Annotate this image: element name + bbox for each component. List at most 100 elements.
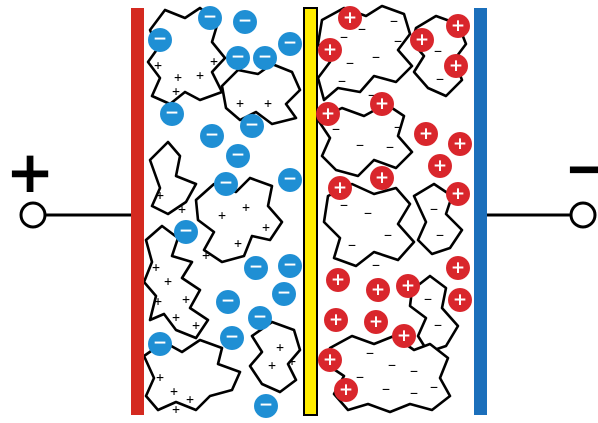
cation-sign: + <box>433 156 447 176</box>
cation-sign: + <box>323 40 337 60</box>
cation: + <box>446 14 470 38</box>
cation-sign: + <box>375 94 389 114</box>
cation-body <box>364 310 388 334</box>
positive-surface-charge: + <box>210 55 218 70</box>
positive-surface-charge: + <box>172 85 180 100</box>
cation-body <box>370 166 394 190</box>
cation: + <box>446 256 470 280</box>
cation: + <box>318 348 342 372</box>
cation-body <box>326 268 350 292</box>
negative-surface-charge: − <box>434 319 442 334</box>
cation: + <box>370 92 394 116</box>
positive-surface-charge: + <box>268 359 276 374</box>
negative-surface-charge: − <box>390 15 398 30</box>
negative-surface-charge: − <box>430 203 438 218</box>
positive-surface-charge: + <box>174 71 182 86</box>
anion-sign: − <box>283 33 297 53</box>
positive-surface-charge: + <box>196 69 204 84</box>
cation: + <box>392 324 416 348</box>
positive-surface-charge: + <box>178 203 186 218</box>
anion-sign: − <box>203 7 217 27</box>
cation: + <box>448 132 472 156</box>
cation: + <box>328 176 352 200</box>
cation-sign: + <box>331 270 345 290</box>
positive-surface-charge: + <box>192 319 200 334</box>
anion-sign: − <box>153 333 167 353</box>
anions: −−−−−−−−−−−−−−−−−−−−− <box>148 6 302 418</box>
cation-body <box>338 6 362 30</box>
positive-porous-electrode <box>142 6 302 412</box>
cation: + <box>410 28 434 52</box>
negative-surface-charge: − <box>388 359 396 374</box>
anion-body <box>272 282 296 306</box>
cation: + <box>366 278 390 302</box>
negative-surface-charge: − <box>394 35 402 50</box>
positive-surface-charge: + <box>152 261 160 276</box>
carbon-particle <box>142 224 210 340</box>
positive-terminal: + <box>6 138 133 229</box>
negative-surface-charge: − <box>356 371 364 386</box>
anion-body <box>214 172 238 196</box>
anion-sign: − <box>231 47 245 67</box>
negative-electrode-plate <box>474 8 487 415</box>
negative-surface-charge: − <box>340 199 348 214</box>
anion-body <box>198 6 222 30</box>
cation: + <box>326 268 350 292</box>
negative-surface-charge: − <box>340 31 348 46</box>
pore-charges: +++++++++++++++++++++++++++−−−−−−−−−−−−−… <box>152 15 444 418</box>
anion-body <box>216 290 240 314</box>
positive-surface-charge: + <box>276 341 284 356</box>
positive-terminal-label: + <box>6 138 55 206</box>
anion-body <box>233 10 257 34</box>
cation-body <box>324 308 348 332</box>
negative-terminal-post <box>569 201 597 229</box>
anion: − <box>240 114 264 138</box>
anion-sign: − <box>283 255 297 275</box>
anion: − <box>200 124 224 148</box>
cation-body <box>446 182 470 206</box>
cation-body <box>414 122 438 146</box>
anion: − <box>254 394 278 418</box>
anion-sign: − <box>165 103 179 123</box>
positive-surface-charge: + <box>164 275 172 290</box>
negative-surface-charge: − <box>384 229 392 244</box>
cation-body <box>334 378 358 402</box>
anion-body <box>226 46 250 70</box>
cation-body <box>448 132 472 156</box>
cation-body <box>428 154 452 178</box>
cation-body <box>328 176 352 200</box>
anion: − <box>220 326 244 350</box>
carbon-particle <box>408 274 460 354</box>
negative-surface-charge: − <box>386 141 394 156</box>
cation-sign: + <box>449 56 463 76</box>
positive-surface-charge: + <box>242 201 250 216</box>
negative-surface-charge: − <box>356 139 364 154</box>
cation: + <box>364 310 388 334</box>
positive-terminal-post <box>19 201 47 229</box>
cation: + <box>444 54 468 78</box>
anion: − <box>160 102 184 126</box>
anion-sign: − <box>231 145 245 165</box>
cation: + <box>448 288 472 312</box>
anion-sign: − <box>245 115 259 135</box>
negative-surface-charge: − <box>410 365 418 380</box>
cation-sign: + <box>415 30 429 50</box>
anion-body <box>148 332 172 356</box>
negative-surface-charge: − <box>338 75 346 90</box>
positive-surface-charge: + <box>156 189 164 204</box>
anion: − <box>278 168 302 192</box>
anion: − <box>174 220 198 244</box>
anion: − <box>278 32 302 56</box>
negative-surface-charge: − <box>346 57 354 72</box>
cation-body <box>446 14 470 38</box>
anion-body <box>278 32 302 56</box>
carbon-particle <box>316 102 414 178</box>
anion: − <box>248 306 272 330</box>
negative-surface-charge: − <box>358 23 366 38</box>
anion: − <box>214 172 238 196</box>
anion-body <box>200 124 224 148</box>
anion-sign: − <box>225 327 239 347</box>
cation: + <box>396 274 420 298</box>
anion-body <box>244 256 268 280</box>
